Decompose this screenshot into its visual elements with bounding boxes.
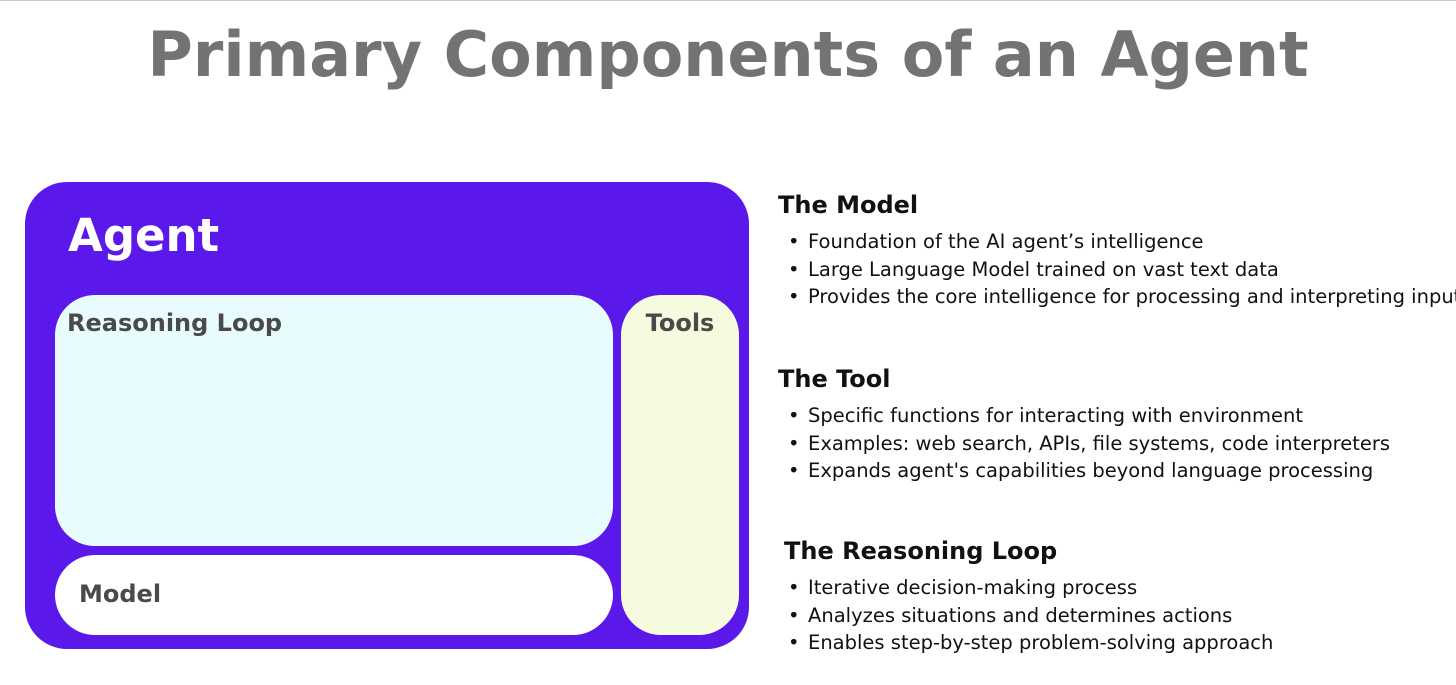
bullet-icon: • [788, 603, 800, 627]
section-heading-reasoning-loop: The Reasoning Loop [784, 537, 1058, 565]
list-item-text: Examples: web search, APIs, file systems… [808, 431, 1391, 455]
list-item: • Large Language Model trained on vast te… [788, 256, 1456, 284]
list-item-text: Foundation of the AI agent’s intelligenc… [808, 230, 1204, 253]
list-item-text: Enables step-by-step problem-solving app… [808, 631, 1274, 654]
tools-box: Tools [621, 295, 739, 635]
agent-label: Agent [68, 209, 220, 262]
bullet-list-reasoning-loop: • Iterative decision-making process • Anal… [784, 574, 1273, 657]
section-heading-model: The Model [778, 191, 919, 219]
list-item: • Enables step-by-step problem-solving ap… [788, 629, 1274, 657]
bullet-icon: • [788, 431, 800, 455]
bullet-list-tool: • Specific functions for interacting with… [778, 402, 1390, 485]
bullet-icon: • [788, 230, 800, 253]
list-item: • Iterative decision-making process [788, 574, 1273, 602]
agent-box: Agent Reasoning Loop Model Tools [25, 182, 749, 649]
list-item-text: Iterative decision-making process [808, 576, 1138, 599]
bullet-icon: • [788, 285, 800, 308]
tools-label: Tools [645, 309, 715, 337]
section-model: The Model • Foundation of the AI agent’s … [778, 189, 1456, 311]
list-item-text: Specific functions for interacting with … [808, 404, 1303, 427]
list-item: • Expands agent's capabilities beyond lan… [788, 457, 1390, 485]
model-box: Model [55, 555, 613, 635]
list-item: • Provides the core intelligence for proc… [788, 283, 1456, 311]
list-item-text: Large Language Model trained on vast tex… [808, 257, 1279, 281]
bullet-icon: • [788, 631, 800, 654]
list-item: • Foundation of the AI agent’s intelligen… [788, 228, 1456, 256]
list-item-text: Expands agent's capabilities beyond lang… [808, 459, 1374, 482]
section-heading-tool: The Tool [778, 365, 891, 393]
list-item: • Analyzes situations and determines acti… [788, 602, 1273, 630]
section-reasoning-loop: The Reasoning Loop • Iterative decision-m… [784, 535, 1273, 657]
page-title: Primary Components of an Agent [147, 18, 1309, 91]
section-tool: The Tool • Specific functions for interac… [778, 363, 1390, 485]
reasoning-loop-box: Reasoning Loop [55, 295, 613, 546]
bullet-list-model: • Foundation of the AI agent’s intelligen… [778, 228, 1456, 311]
list-item-text: Analyzes situations and determines actio… [808, 603, 1233, 627]
bullet-icon: • [788, 404, 800, 427]
reasoning-loop-label: Reasoning Loop [67, 309, 283, 337]
list-item-text: Provides the core intelligence for proce… [808, 285, 1456, 308]
bullet-icon: • [788, 459, 800, 482]
bullet-icon: • [788, 257, 800, 281]
list-item: • Specific functions for interacting with… [788, 402, 1390, 430]
model-label: Model [79, 580, 162, 608]
list-item: • Examples: web search, APIs, file system… [788, 430, 1391, 458]
bullet-icon: • [788, 576, 800, 599]
